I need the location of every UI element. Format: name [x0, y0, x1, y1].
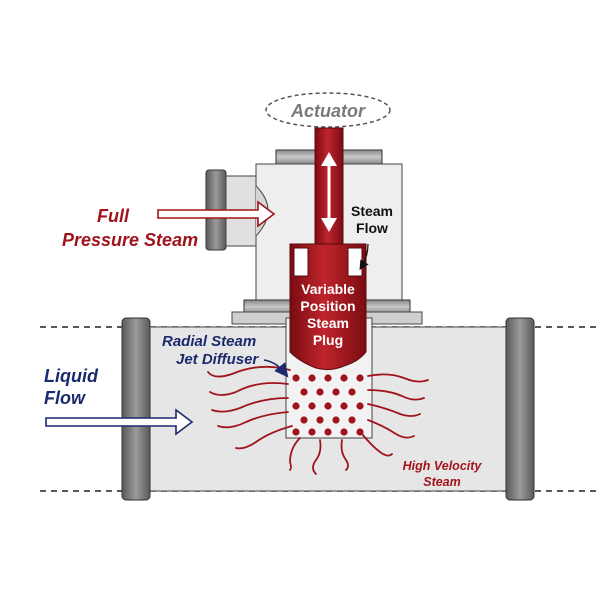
diffuser-hole [300, 388, 308, 396]
diffuser-hole [340, 428, 348, 436]
high-velocity-steam-label-line2: Steam [423, 475, 461, 489]
diffuser-hole [316, 416, 324, 424]
right-pipe-flange [505, 317, 535, 501]
actuator-ellipse [265, 92, 391, 128]
full-pressure-steam-arrow [157, 200, 276, 228]
diffuser-hole [308, 402, 316, 410]
diffuser-holes [292, 374, 364, 436]
steam-flow-pointer [359, 243, 369, 271]
plug-port-right [347, 247, 363, 277]
radial-diffuser-label-line2: Jet Diffuser [176, 351, 259, 368]
liquid-flow-label-line2: Flow [44, 388, 86, 408]
plug-label-line2: Position [300, 298, 355, 314]
plug-port-left [293, 247, 309, 277]
diffuser-hole [340, 374, 348, 382]
diffuser-hole [316, 388, 324, 396]
diffuser-hole [300, 416, 308, 424]
high-velocity-steam-label-line1: High Velocity [403, 459, 483, 473]
plug-label-line3: Steam [307, 315, 349, 331]
full-pressure-steam-label-line2: Pressure Steam [62, 230, 198, 250]
radial-diffuser-pointer [263, 359, 289, 378]
liquid-flow-arrow [45, 408, 194, 436]
diffuser-hole [292, 374, 300, 382]
diffuser-hole [332, 416, 340, 424]
diffuser-hole [332, 388, 340, 396]
left-pipe-flange [121, 317, 151, 501]
high-velocity-steam-jets [207, 365, 429, 475]
full-pressure-steam-label-line1: Full [97, 206, 130, 226]
diffuser-hole [356, 402, 364, 410]
diffuser-hole [348, 388, 356, 396]
diffuser-hole [324, 374, 332, 382]
diffuser-hole [308, 374, 316, 382]
diffuser-hole [308, 428, 316, 436]
variable-position-steam-plug [289, 243, 367, 371]
liquid-flow-label-line1: Liquid [44, 366, 99, 386]
diffuser-hole [348, 416, 356, 424]
diffuser-hole [324, 428, 332, 436]
diffuser-hole [356, 374, 364, 382]
actuator-label: Actuator [290, 101, 366, 121]
radial-diffuser-label-line1: Radial Steam [162, 333, 256, 350]
steam-flow-label-line2: Flow [356, 220, 388, 236]
diffuser-hole [324, 402, 332, 410]
plug-label-line4: Plug [313, 332, 343, 348]
diffuser-hole [292, 428, 300, 436]
steam-flow-label-line1: Steam [351, 203, 393, 219]
plug-label-line1: Variable [301, 281, 355, 297]
diffuser-hole [292, 402, 300, 410]
stem-motion-arrow [321, 152, 337, 232]
diffuser-hole [340, 402, 348, 410]
